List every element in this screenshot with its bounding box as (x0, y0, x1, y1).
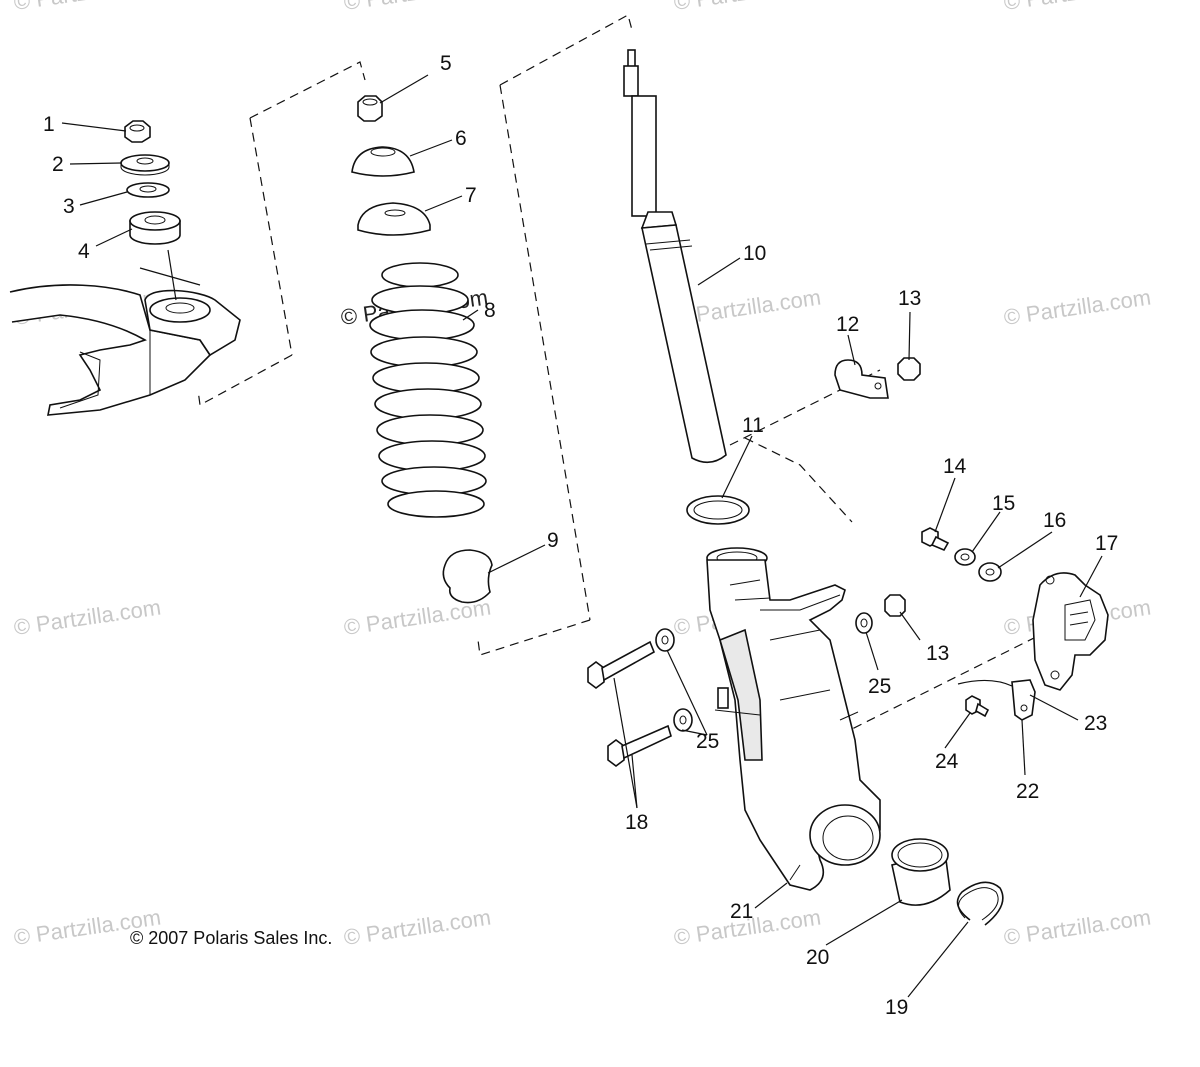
watermark: © Partzilla.com (342, 905, 492, 950)
upper-mount-bracket (9, 249, 241, 416)
watermark: © Partzilla.com (342, 0, 492, 15)
part-3-washer (126, 182, 170, 198)
part-13-nut-upper (897, 357, 921, 381)
part-15-washer (954, 548, 976, 566)
callout-3: 3 (63, 195, 75, 218)
part-21-knuckle (706, 547, 881, 891)
callout-19: 19 (885, 996, 908, 1019)
callout-25-right: 25 (868, 675, 891, 698)
part-25-washer-right (855, 612, 873, 634)
part-9-bump-stop (442, 549, 493, 604)
leader-lines (61, 74, 1103, 998)
callout-12: 12 (836, 313, 859, 336)
watermark: © Partzilla.com (1002, 285, 1152, 330)
part-19-snap-ring (956, 881, 1004, 926)
part-11-o-ring (686, 495, 750, 525)
callout-4: 4 (78, 240, 90, 263)
part-22-23-sensor (957, 679, 1036, 721)
callout-17: 17 (1095, 532, 1118, 555)
watermark: © Partzilla.com (1002, 905, 1152, 950)
copyright-notice: © 2007 Polaris Sales Inc. (130, 928, 332, 948)
watermark: © Partzilla.com (12, 595, 162, 640)
part-8-coil-spring (369, 262, 487, 518)
part-17-caliper-bracket (1032, 572, 1109, 691)
part-18-bolt-lower (607, 724, 672, 767)
callout-18: 18 (625, 811, 648, 834)
callout-20: 20 (806, 946, 829, 969)
part-14-bolt (921, 527, 950, 552)
callout-11: 11 (742, 414, 764, 437)
callout-16: 16 (1043, 509, 1066, 532)
part-2-washer (120, 154, 170, 176)
callout-23: 23 (1084, 712, 1107, 735)
watermark: © Partzilla.com (672, 0, 822, 15)
part-24-bolt (965, 695, 990, 718)
callout-14: 14 (943, 455, 967, 478)
part-4-bushing (129, 211, 181, 245)
callout-9: 9 (547, 529, 559, 552)
part-5-nut (357, 95, 383, 122)
part-25-washer-left (655, 628, 693, 732)
callout-15: 15 (992, 492, 1015, 515)
part-18-bolt-upper (587, 640, 656, 689)
callout-5: 5 (440, 52, 452, 75)
callout-labels: 1 2 3 4 5 6 7 8 9 10 11 12 13 13 14 15 1… (43, 52, 1118, 1019)
callout-10: 10 (743, 242, 766, 265)
part-6-retainer (351, 146, 415, 177)
part-13-nut-lower (884, 594, 906, 617)
callout-6: 6 (455, 127, 467, 150)
callout-2: 2 (52, 153, 64, 176)
part-12-clip (834, 359, 889, 399)
watermark: © Partzilla.com (12, 0, 162, 15)
callout-8: 8 (484, 299, 496, 322)
part-16-washer (978, 562, 1002, 582)
callout-24: 24 (935, 750, 959, 773)
callout-22: 22 (1016, 780, 1039, 803)
callout-25-left: 25 (696, 730, 719, 753)
watermark-layer: © Partzilla.com © Partzilla.com © Partzi… (12, 0, 1152, 950)
part-7-spring-seat (357, 202, 431, 236)
callout-13-upper: 13 (898, 287, 921, 310)
part-1-nut (124, 120, 151, 143)
callout-7: 7 (465, 184, 477, 207)
part-20-bearing (891, 838, 951, 906)
callout-1: 1 (43, 113, 55, 136)
watermark: © Partzilla.com (1002, 0, 1152, 15)
callout-13-lower: 13 (926, 642, 949, 665)
part-10-strut (623, 49, 727, 464)
callout-21: 21 (730, 900, 753, 923)
